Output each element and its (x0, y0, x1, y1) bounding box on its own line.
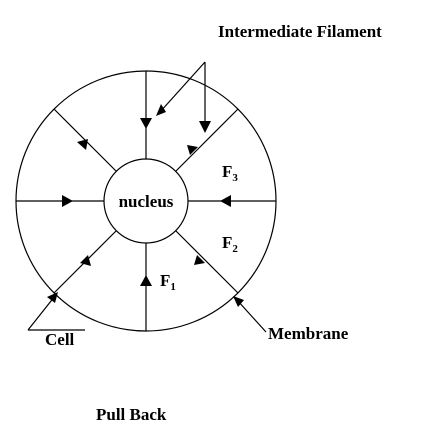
membrane-leader-arrow (233, 296, 244, 307)
leader-arrow-2 (199, 121, 211, 133)
arrow-top (140, 118, 152, 129)
arrow-upper-right (187, 145, 198, 155)
intermediate-filament-leaders (156, 61, 211, 133)
arrow-lower-left (80, 255, 91, 266)
force-f2-label: F2 (222, 233, 238, 255)
leader-arrow-1 (156, 104, 166, 116)
cell-leader-diagonal (27, 295, 56, 331)
arrow-left (62, 195, 73, 207)
filament-arrows (62, 118, 231, 286)
filament-lines (16, 71, 276, 331)
arrow-right (220, 195, 231, 207)
force-f1-letter: F (160, 271, 170, 290)
leader-line-1 (159, 61, 206, 113)
arrow-bottom (140, 275, 152, 286)
force-f2-letter: F (222, 233, 232, 252)
membrane-leader (233, 296, 267, 333)
cell-label: Cell (45, 330, 75, 349)
force-f2-subscript: 2 (232, 243, 238, 255)
force-f3-label: F3 (222, 162, 238, 184)
cell-leader-arrow (47, 292, 58, 303)
force-f1-subscript: 1 (170, 281, 176, 293)
force-f1-label: F1 (160, 271, 176, 293)
force-f3-subscript: 3 (232, 172, 238, 184)
force-f3-letter: F (222, 162, 232, 181)
filament-line-upper-right (175, 108, 239, 172)
nucleus-label: nucleus (119, 192, 174, 211)
filament-line-lower-right (175, 230, 239, 294)
cell-leader (27, 292, 85, 331)
membrane-label: Membrane (268, 324, 349, 343)
intermediate-filament-label: Intermediate Filament (218, 22, 382, 41)
pull-back-caption: Pull Back (96, 405, 167, 424)
arrow-upper-left (77, 139, 88, 150)
membrane-leader-diagonal (236, 299, 267, 333)
arrow-lower-right (194, 255, 205, 265)
